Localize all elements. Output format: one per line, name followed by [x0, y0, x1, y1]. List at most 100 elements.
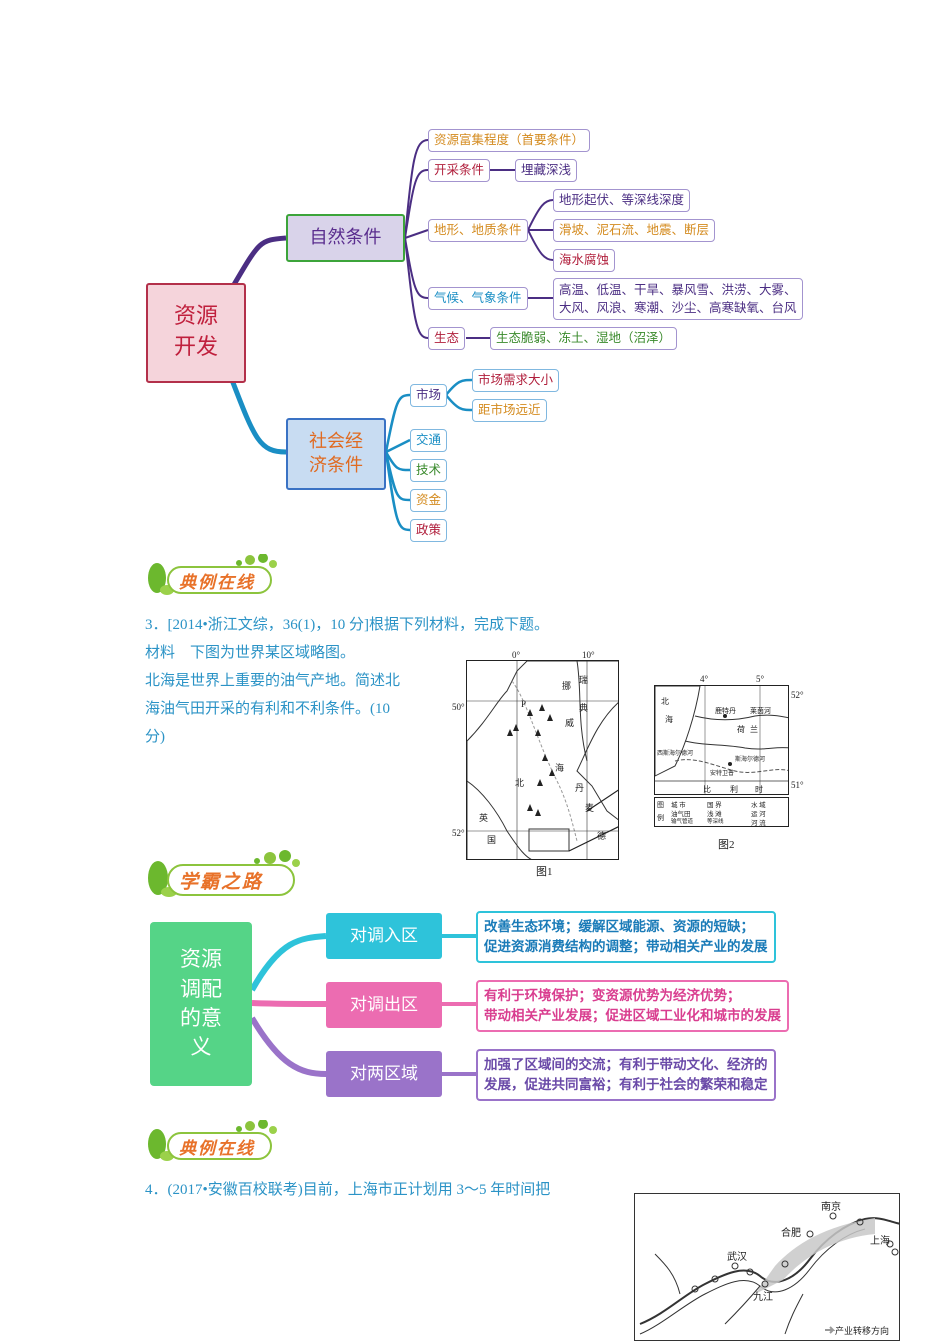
fig2-label-antwerp: 安特卫普 [710, 771, 735, 777]
fig2-label-nl-2: 兰 [750, 725, 758, 734]
fig2-label-sea: 海 [665, 715, 673, 724]
city-jiujiang: 九江 [753, 1292, 773, 1303]
q3-body-1: 北海是世界上重要的油气产地。简述北 [145, 673, 401, 689]
node-terrain-sub-3: 海水腐蚀 [553, 249, 616, 272]
node-eco: 生态 [428, 327, 466, 350]
fig2-label-north: 北 [661, 697, 669, 706]
fig1-label-denmark-2: 麦 [585, 803, 595, 813]
banner-text: 典例在线 [167, 566, 272, 594]
leaf-decoration-icon [148, 1120, 277, 1161]
legend-tu: 图 [657, 801, 664, 809]
mindmap2-connectors [249, 933, 478, 1077]
legend-water: 水 域 [751, 802, 766, 809]
fig1-label-norway: 挪 [562, 681, 572, 691]
fig2-caption: 图2 [718, 839, 735, 851]
node-market: 市场 [410, 384, 448, 407]
city-shanghai: 上海 [870, 1236, 890, 1247]
figure-1-map: 瑞 典 挪 威 P 北 海 英 国 丹 麦 德 [466, 660, 619, 860]
yangtze-river-map-graphic [639, 1212, 899, 1335]
fig2-label-schelde: 斯海尔德河 [735, 757, 766, 763]
node-terrain-geology: 地形、地质条件 [428, 219, 528, 242]
fig2-label-westerschelde: 西斯海尔德河 [657, 751, 694, 757]
q4-yangtze-map: 南京 合肥 上海 武汉 九江 产业转移方向 [634, 1193, 900, 1341]
legend-pipeline: 输气管道 [671, 819, 694, 825]
fig1-label-norway-2: 威 [565, 718, 575, 728]
fig1-label-denmark: 丹 [575, 783, 585, 793]
node-eco-sub: 生态脆弱、冻土、湿地（沼泽） [490, 327, 678, 350]
fig1-lon-10: 10° [582, 650, 595, 660]
legend-canal: 运 河 [751, 811, 766, 818]
node-capital: 资金 [410, 489, 448, 512]
import-line-2: 促进资源消费结构的调整；带动相关产业的发展 [484, 939, 768, 955]
fig1-lat-52: 52° [452, 828, 465, 838]
fig2-label-be-1: 比 [703, 785, 711, 794]
legend-li: 例 [657, 814, 664, 822]
fig2-lon-4: 4° [700, 674, 709, 684]
node-transport: 交通 [410, 429, 448, 452]
fig1-label-sea: 海 [555, 763, 565, 773]
fig2-label-nl-1: 荷 [737, 725, 745, 734]
fig1-label-p: P [521, 699, 527, 709]
fig1-label-north: 北 [515, 778, 525, 788]
both-line-2: 发展，促进共同富裕；有利于社会的繁荣和稳定 [484, 1077, 768, 1093]
fig2-label-be-2: 利 [730, 785, 738, 794]
import-line-1: 改善生态环境；缓解区域能源、资源的短缺； [484, 919, 754, 935]
leaf-decoration-icon [148, 850, 300, 897]
mindmap2-root: 资源 调配 的意 义 [150, 922, 252, 1086]
fig2-lat-51: 51° [791, 780, 804, 790]
figure-2-map: 北 海 鹿特丹 荷 兰 莱茵河 西斯海尔德河 斯海尔德河 安特卫普 比 利 时 [654, 685, 789, 795]
fig1-label-germany: 德 [597, 831, 607, 841]
fig1-lat-50: 50° [452, 702, 465, 712]
export-line-2: 带动相关产业发展；促进区域工业化和城市的发展 [484, 1008, 781, 1024]
q4-head: 4．(2017•安徽百校联考)目前，上海市正计划用 3～5 年时间把 [145, 1182, 551, 1198]
legend-border: 国 界 [707, 802, 722, 809]
banner-typical-example-1: 典例在线 [145, 554, 285, 600]
node-terrain-sub-1: 地形起伏、等深线深度 [553, 189, 691, 212]
node-market-distance: 距市场远近 [472, 399, 547, 422]
fig2-lon-5: 5° [756, 674, 765, 684]
legend-isobath: 等深线 [707, 819, 724, 825]
leaf-decoration-icon [148, 554, 277, 595]
map-legend-transfer: 产业转移方向 [835, 1326, 890, 1336]
banner-text: 典例在线 [167, 1132, 272, 1160]
mindmap1-connectors [229, 139, 554, 532]
north-sea-map-graphic [467, 661, 618, 859]
climate-sub-line-1: 高温、低温、干旱、暴风雪、洪涝、大雾、 [559, 282, 797, 297]
node-technology: 技术 [410, 459, 448, 482]
fig1-label-sweden: 瑞 [579, 675, 589, 685]
legend-shoal: 浅 滩 [707, 811, 722, 818]
branch-export-region: 对调出区 [326, 982, 442, 1028]
city-wuhan: 武汉 [727, 1252, 747, 1263]
node-mining-conditions: 开采条件 [428, 159, 491, 182]
fig1-lon-0: 0° [512, 650, 521, 660]
node-market-demand: 市场需求大小 [472, 369, 560, 392]
fig1-label-sweden-2: 典 [579, 703, 589, 713]
branch-both-regions: 对两区域 [326, 1051, 442, 1097]
natural-conditions-node: 自然条件 [286, 214, 405, 262]
both-regions-text: 加强了区域间的交流；有利于带动文化、经济的 发展，促进共同富裕；有利于社会的繁荣… [476, 1049, 776, 1101]
export-region-text: 有利于环境保护；变资源优势为经济优势； 带动相关产业发展；促进区域工业化和城市的… [476, 980, 789, 1032]
legend-city: 城 市 [671, 802, 686, 809]
fig2-label-rotterdam: 鹿特丹 [715, 707, 736, 715]
mindmap1-root: 资源 开发 [146, 283, 246, 383]
node-climate: 气候、气象条件 [428, 287, 528, 310]
q3-body-3: 分) [145, 729, 165, 745]
banner-top-student-path: 学霸之路 [145, 850, 305, 902]
banner-typical-example-2: 典例在线 [145, 1120, 285, 1166]
banner-text: 学霸之路 [167, 864, 295, 896]
q3-body-2: 海油气田开采的有利和不利条件。(10 [145, 701, 390, 717]
node-burial-depth: 埋藏深浅 [515, 159, 578, 182]
city-hefei: 合肥 [781, 1228, 801, 1239]
q3-head: 3．[2014•浙江文综，36(1)，10 分]根据下列材料，完成下题。 [145, 617, 549, 633]
fig1-label-uk-2: 国 [487, 835, 497, 845]
legend-river: 河 流 [751, 820, 766, 827]
fig2-label-be-3: 时 [755, 785, 763, 794]
social-conditions-node: 社会经 济条件 [286, 418, 386, 490]
export-line-1: 有利于环境保护；变资源优势为经济优势； [484, 988, 741, 1004]
city-nanjing: 南京 [821, 1202, 841, 1213]
branch-import-region: 对调入区 [326, 913, 442, 959]
node-resource-richness: 资源富集程度（首要条件） [428, 129, 591, 152]
netherlands-map-graphic [655, 686, 788, 794]
both-line-1: 加强了区域间的交流；有利于带动文化、经济的 [484, 1057, 768, 1073]
node-climate-sub: 高温、低温、干旱、暴风雪、洪涝、大雾、 大风、风浪、寒潮、沙尘、高寒缺氧、台风 [553, 278, 803, 321]
